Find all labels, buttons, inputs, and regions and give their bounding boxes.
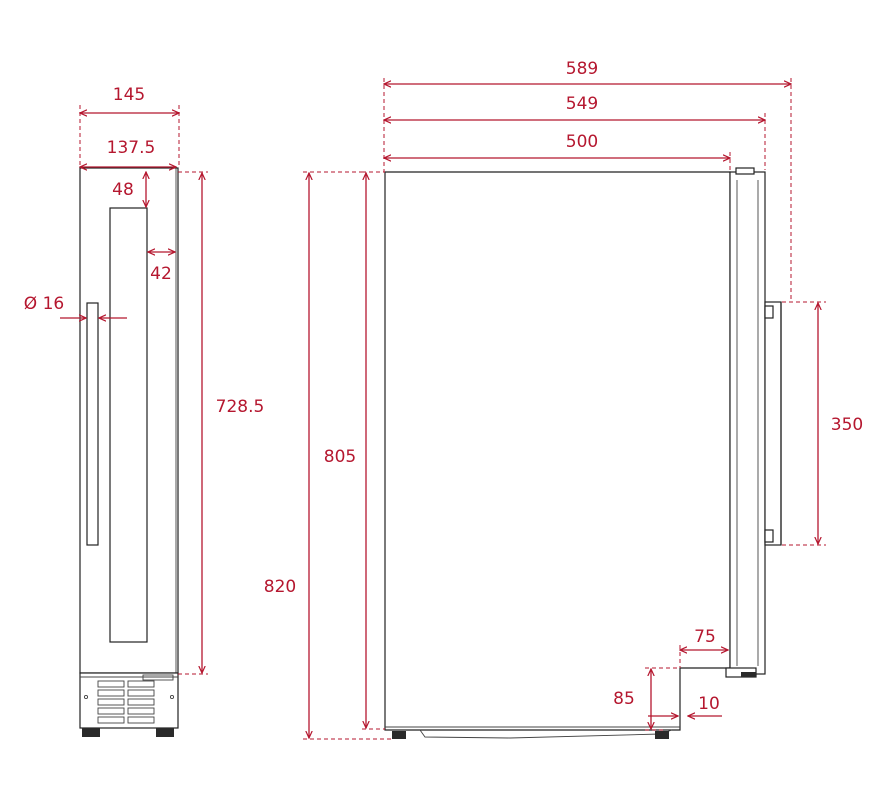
front-glass-window	[109, 207, 148, 643]
dim-glass-top-offset: 48	[112, 180, 134, 200]
side-handle	[764, 301, 782, 546]
side-cabinet-body	[384, 171, 731, 731]
dim-body-height: 805	[324, 447, 356, 467]
front-view: 145 137.5 48 42 Ø 16 728.5	[24, 85, 265, 737]
front-foot-right	[156, 728, 174, 737]
dim-front-width-outer: 145	[113, 85, 145, 105]
dim-handle-diameter: Ø 16	[24, 294, 64, 314]
front-vent-grille	[97, 680, 155, 724]
dim-door-height: 728.5	[216, 397, 265, 417]
dim-total-height: 820	[264, 577, 296, 597]
dim-front-width-inner: 137.5	[107, 138, 156, 158]
dim-plinth-offset: 10	[698, 694, 720, 714]
side-foot-rear	[392, 731, 406, 739]
front-handle	[86, 302, 99, 546]
front-foot-left	[82, 728, 100, 737]
front-plinth	[79, 672, 179, 729]
dim-depth-body: 500	[566, 132, 598, 152]
dim-plinth-depth: 75	[694, 627, 716, 647]
dim-depth-total: 589	[566, 59, 598, 79]
side-view: 589 549 500 805 820 350 75 85	[264, 59, 863, 740]
dim-handle-length: 350	[831, 415, 863, 435]
side-foot-front	[655, 731, 669, 739]
dim-glass-side-offset: 42	[150, 264, 172, 284]
dim-plinth-height: 85	[613, 689, 635, 709]
side-door	[729, 171, 766, 675]
dim-depth-with-door: 549	[566, 94, 598, 114]
